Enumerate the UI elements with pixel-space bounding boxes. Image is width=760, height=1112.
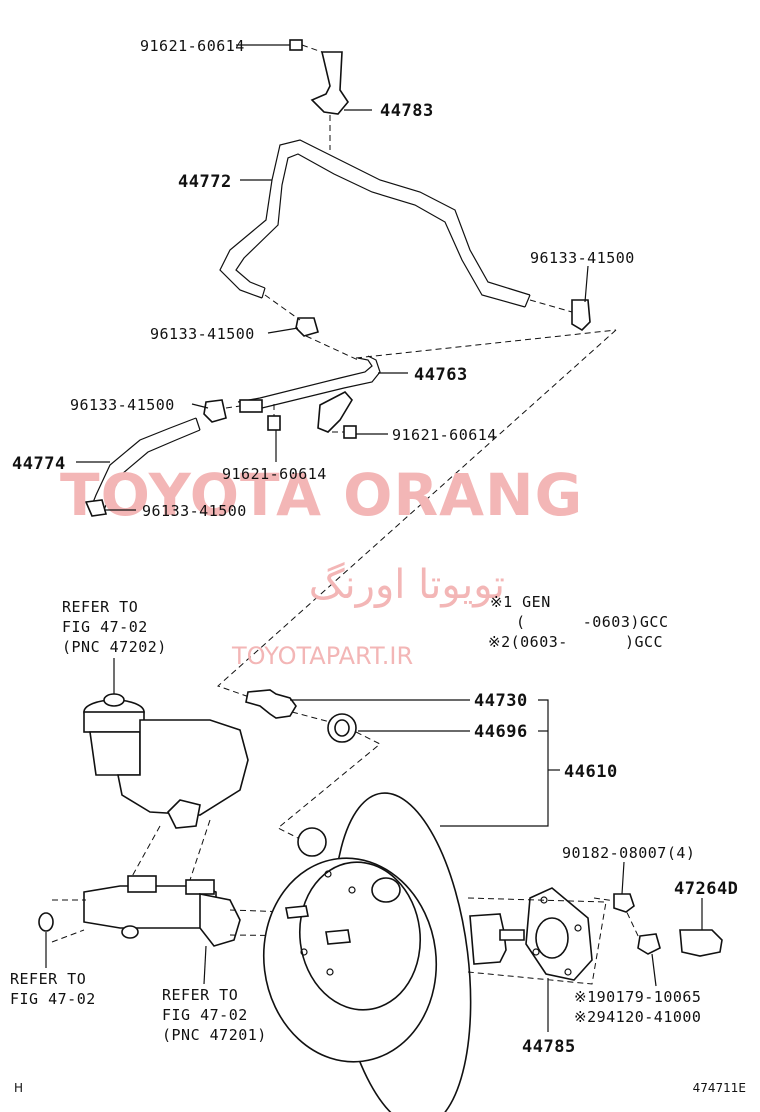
clip-right-icon — [571, 299, 591, 332]
clip-bottom-icon — [84, 499, 108, 517]
callout-gasket: 44785 — [522, 1037, 576, 1057]
note-gen1-range: ( -0603)GCC — [516, 613, 669, 631]
ref-reservoir-line1: REFER TO — [62, 598, 138, 616]
bolt-top-icon — [289, 39, 303, 51]
callout-bracket: 47264D — [674, 879, 738, 899]
callout-clip-mid: 96133-41500 — [150, 325, 255, 343]
hose-lower-drawing — [91, 417, 201, 511]
ref-left-line2: FIG 47-02 — [10, 990, 96, 1008]
watermark-brand: TOYOTA ORANG — [60, 461, 583, 529]
note-pin1: ※190179-10065 — [574, 988, 701, 1006]
callout-booster-assy: 44610 — [564, 762, 618, 782]
callout-hose-upper: 44772 — [178, 172, 232, 192]
callout-check-valve: 44730 — [474, 691, 528, 711]
watermark-arabic: تویوتا اورنگ — [309, 562, 505, 608]
reservoir-drawing — [83, 693, 249, 829]
clamp-drawing — [310, 51, 349, 115]
note-pin2: ※294120-41000 — [574, 1008, 701, 1026]
callout-clamp-top: 44783 — [380, 101, 434, 121]
tube-drawing — [237, 355, 381, 433]
bolt-tube-right-icon — [343, 425, 357, 439]
bracket-47264d-icon — [679, 929, 723, 957]
hose-upper-drawing — [219, 39, 531, 308]
ref-master-line3: (PNC 47201) — [162, 1026, 267, 1044]
callout-tube: 44763 — [414, 365, 468, 385]
callout-clip-bottom: 96133-41500 — [142, 502, 247, 520]
note-gen2: ※2(0603- )GCC — [488, 633, 663, 651]
ref-reservoir-line2: FIG 47-02 — [62, 618, 148, 636]
bolt-tube-lower-icon — [267, 415, 281, 431]
check-valve-drawing — [245, 689, 297, 719]
note-gen1: ※1 GEN — [490, 593, 551, 611]
callout-grommet: 44696 — [474, 722, 528, 742]
callout-bolt-tube-right: 91621-60614 — [392, 426, 497, 444]
booster-drawing — [262, 792, 525, 1112]
master-nut-icon — [38, 912, 54, 932]
watermark-url: TOYOTAPART.IR — [231, 642, 413, 670]
leader-lines — [45, 44, 703, 1032]
ref-left-line1: REFER TO — [10, 970, 86, 988]
callout-bolt-top: 91621-60614 — [140, 37, 245, 55]
clip-mid-icon — [295, 317, 319, 337]
ref-reservoir-line3: (PNC 47202) — [62, 638, 167, 656]
callout-clip-right: 96133-41500 — [530, 249, 635, 267]
callout-bolt-tube-lower: 91621-60614 — [222, 465, 327, 483]
gasket-drawing — [525, 887, 593, 981]
footer-figure-code: 474711E — [693, 1081, 746, 1095]
callout-nut: 90182-08007(4) — [562, 844, 695, 862]
callout-clip-left: 96133-41500 — [70, 396, 175, 414]
nut-icon — [613, 893, 635, 913]
pin-icon — [637, 933, 661, 955]
clip-left-icon — [203, 399, 227, 423]
ref-master-line1: REFER TO — [162, 986, 238, 1004]
ref-master-line2: FIG 47-02 — [162, 1006, 248, 1024]
master-cylinder-drawing — [38, 875, 327, 947]
callout-hose-lower: 44774 — [12, 454, 66, 474]
footer-left: H — [14, 1081, 23, 1095]
